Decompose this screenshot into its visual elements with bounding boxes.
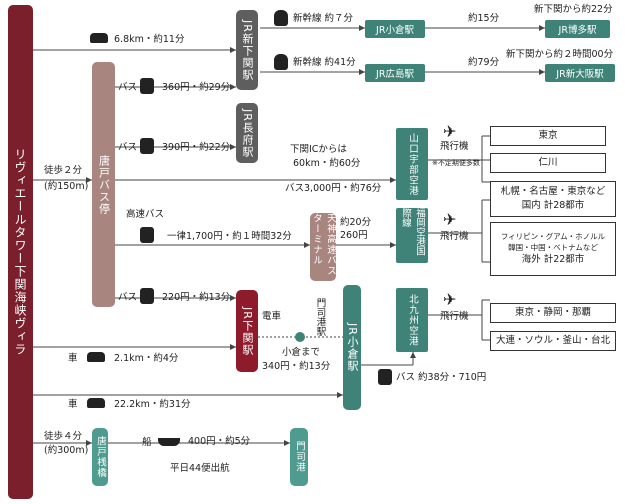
bus220-label: 220円・約13分: [162, 292, 231, 303]
jr-shimonoseki-label: JR下関駅: [241, 306, 254, 356]
bus-icon: [140, 78, 154, 94]
plane-word-1: 飛行機: [440, 141, 469, 152]
mojiko-port[interactable]: 門司港: [290, 428, 308, 486]
jr-shin-shimonoseki[interactable]: JR新下関駅: [236, 10, 258, 90]
ship-icon: [158, 438, 180, 446]
bus3000-label: バス3,000円・約76分: [285, 183, 382, 194]
jr-shin-osaka-box[interactable]: JR新大阪駅: [545, 64, 615, 82]
tenjin-bus-terminal[interactable]: 天神高速バスターミナル: [310, 213, 336, 281]
jr-kokura-box[interactable]: JR小倉駅: [365, 20, 425, 38]
dest-incheon: 仁川: [490, 153, 606, 173]
dest-domestic: 札幌・名古屋・東京など 国内 計28都市: [490, 181, 616, 217]
nonscheduled-label: ※不定期便多数: [432, 159, 480, 167]
bus390-label: 390円・約22分: [162, 142, 231, 153]
car1-label: 6.8km・約11分: [114, 34, 185, 45]
plane-word-2: 飛行機: [440, 231, 469, 242]
car3-label: 22.2km・約31分: [114, 399, 191, 410]
bus-word-2: バス: [118, 142, 138, 153]
dest-kyu-domestic: 東京・静岡・那覇: [490, 303, 616, 323]
yamaguchi-ube-airport[interactable]: 山口宇部空港: [396, 128, 428, 200]
shinshimo22-label: 新下関から約22分: [534, 4, 613, 15]
jr-kokura-label: JR小倉駅: [346, 323, 359, 372]
villa-name: リヴィエールタワー下関海峡ヴィラ: [13, 148, 27, 356]
bus360-label: 360円・約29分: [162, 82, 231, 93]
bus710-label: バス 約38分・710円: [396, 372, 487, 383]
mojiko-port-label: 門司港: [294, 441, 305, 473]
airplane-icon: ✈: [443, 210, 457, 229]
villa-bar: リヴィエールタワー下関海峡ヴィラ: [8, 5, 33, 499]
walk2-label-a: 徒歩２分: [44, 165, 83, 176]
walk4-label-b: (約300m): [44, 445, 89, 456]
walk4-label-a: 徒歩４分: [44, 431, 83, 442]
walk2-label-b: (約150m): [44, 181, 89, 192]
car-icon: [87, 352, 105, 362]
jr-hiroshima-box[interactable]: JR広島駅: [365, 64, 425, 82]
shinshimo2h-label: 新下関から約２時間00分: [506, 49, 614, 60]
dest-tokyo: 東京: [490, 126, 606, 146]
bus-icon: [140, 138, 154, 154]
car2-label: 2.1km・約4分: [114, 353, 179, 364]
kokura-fare-b: 340円・約13分: [262, 361, 331, 372]
kitakyushu-airport[interactable]: 北九州空港: [396, 288, 428, 352]
bus1700-label: 一律1,700円・約１時間32分: [167, 231, 292, 242]
min20-label-a: 約20分: [340, 217, 372, 228]
karato-bus-stop: 唐戸バス停: [92, 62, 115, 307]
airplane-icon: ✈: [443, 290, 457, 309]
karato-bus-stop-label: 唐戸バス停: [97, 154, 111, 215]
ic-label-b: 60km・約60分: [293, 158, 361, 169]
dest-kyu-international: 大連・ソウル・釜山・台北: [490, 331, 616, 351]
car-icon: [90, 33, 108, 43]
jr-chofu[interactable]: JR長府駅: [236, 103, 258, 163]
car-word-2: 車: [68, 353, 78, 364]
airplane-icon: ✈: [443, 122, 457, 141]
ship-word: 船: [142, 437, 152, 448]
karato-pier-label: 唐戸桟橋: [95, 436, 106, 478]
shinkansen-icon: [274, 54, 288, 70]
kokura-fare-a: 小倉まで: [282, 347, 321, 358]
jr-shimonoseki[interactable]: JR下関駅: [236, 290, 258, 372]
jr-kokura[interactable]: JR小倉駅: [343, 285, 361, 410]
ic-label-a: 下関ICからは: [290, 144, 347, 155]
car-icon: [87, 398, 105, 408]
dest-international: フィリピン・グアム・ホノルル 韓国・中国・ベトナムなど 海外 計22都市: [490, 222, 616, 276]
fukuoka-airport[interactable]: 福岡空港国際線: [396, 208, 428, 263]
expressbus-label: 高速バス: [126, 209, 165, 220]
car-word-3: 車: [68, 399, 78, 410]
jr-shin-shimonoseki-label: JR新下関駅: [241, 19, 254, 81]
bus-icon: [378, 369, 392, 385]
shinkansen41-label: 新幹線 約41分: [293, 57, 356, 68]
ship400-label: 400円・約5分: [188, 436, 251, 447]
tram-label: 電車: [262, 311, 282, 322]
mojiko-station-label: 門司港駅: [314, 298, 326, 336]
weekday-label: 平日44便出航: [170, 463, 230, 474]
karato-pier[interactable]: 唐戸桟橋: [92, 428, 108, 486]
bus-icon: [140, 288, 154, 304]
bus-icon: [140, 227, 154, 243]
min20-label-b: 260円: [340, 230, 368, 241]
jr-chofu-label: JR長府駅: [241, 108, 254, 158]
min79-label: 約79分: [468, 57, 500, 68]
tenjin-bus-terminal-label: 天神高速バスターミナル: [311, 213, 336, 276]
shinkansen7-label: 新幹線 約７分: [293, 13, 354, 24]
min15-label: 約15分: [468, 13, 500, 24]
bus-word-3: バス: [118, 292, 138, 303]
plane-word-3: 飛行機: [440, 311, 469, 322]
jr-hakata-box[interactable]: JR博多駅: [545, 20, 610, 38]
shinkansen-icon: [274, 10, 288, 26]
bus-word-1: バス: [118, 82, 138, 93]
